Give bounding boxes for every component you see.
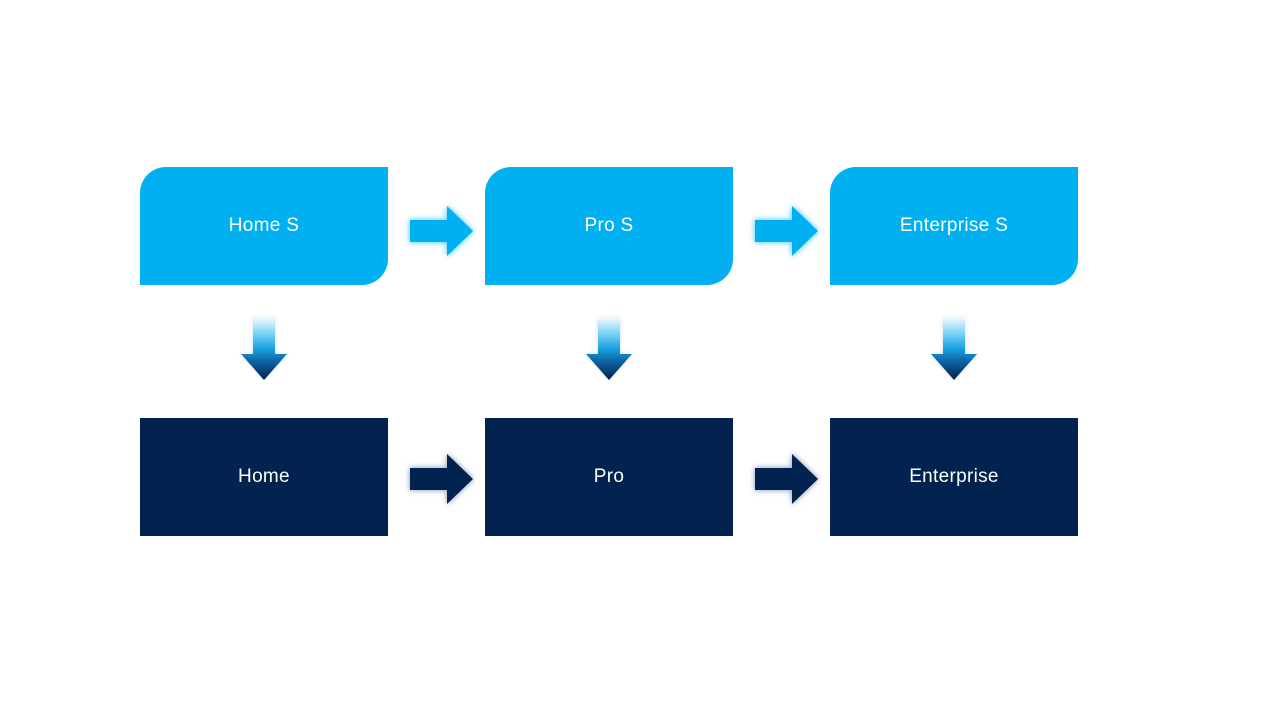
node-home: Home <box>140 418 388 536</box>
node-enterprise-label: Enterprise <box>909 466 999 487</box>
down-arrow-icon <box>241 318 287 380</box>
node-enterprise: Enterprise <box>830 418 1078 536</box>
right-arrow-icon <box>755 454 818 504</box>
right-arrow-icon <box>410 454 473 504</box>
down-arrow-icon <box>586 318 632 380</box>
node-pro-s: Pro S <box>485 167 733 285</box>
down-arrow-icon <box>931 318 977 380</box>
right-arrow-icon <box>755 206 818 256</box>
node-enterprise-s-label: Enterprise S <box>899 215 1009 236</box>
node-home-label: Home <box>238 466 290 487</box>
node-home-s-label: Home S <box>228 215 300 236</box>
node-pro-s-label: Pro S <box>584 215 634 236</box>
node-enterprise-s: Enterprise S <box>830 167 1078 285</box>
node-home-s: Home S <box>140 167 388 285</box>
right-arrow-icon <box>410 206 473 256</box>
node-pro: Pro <box>485 418 733 536</box>
node-pro-label: Pro <box>593 466 625 487</box>
